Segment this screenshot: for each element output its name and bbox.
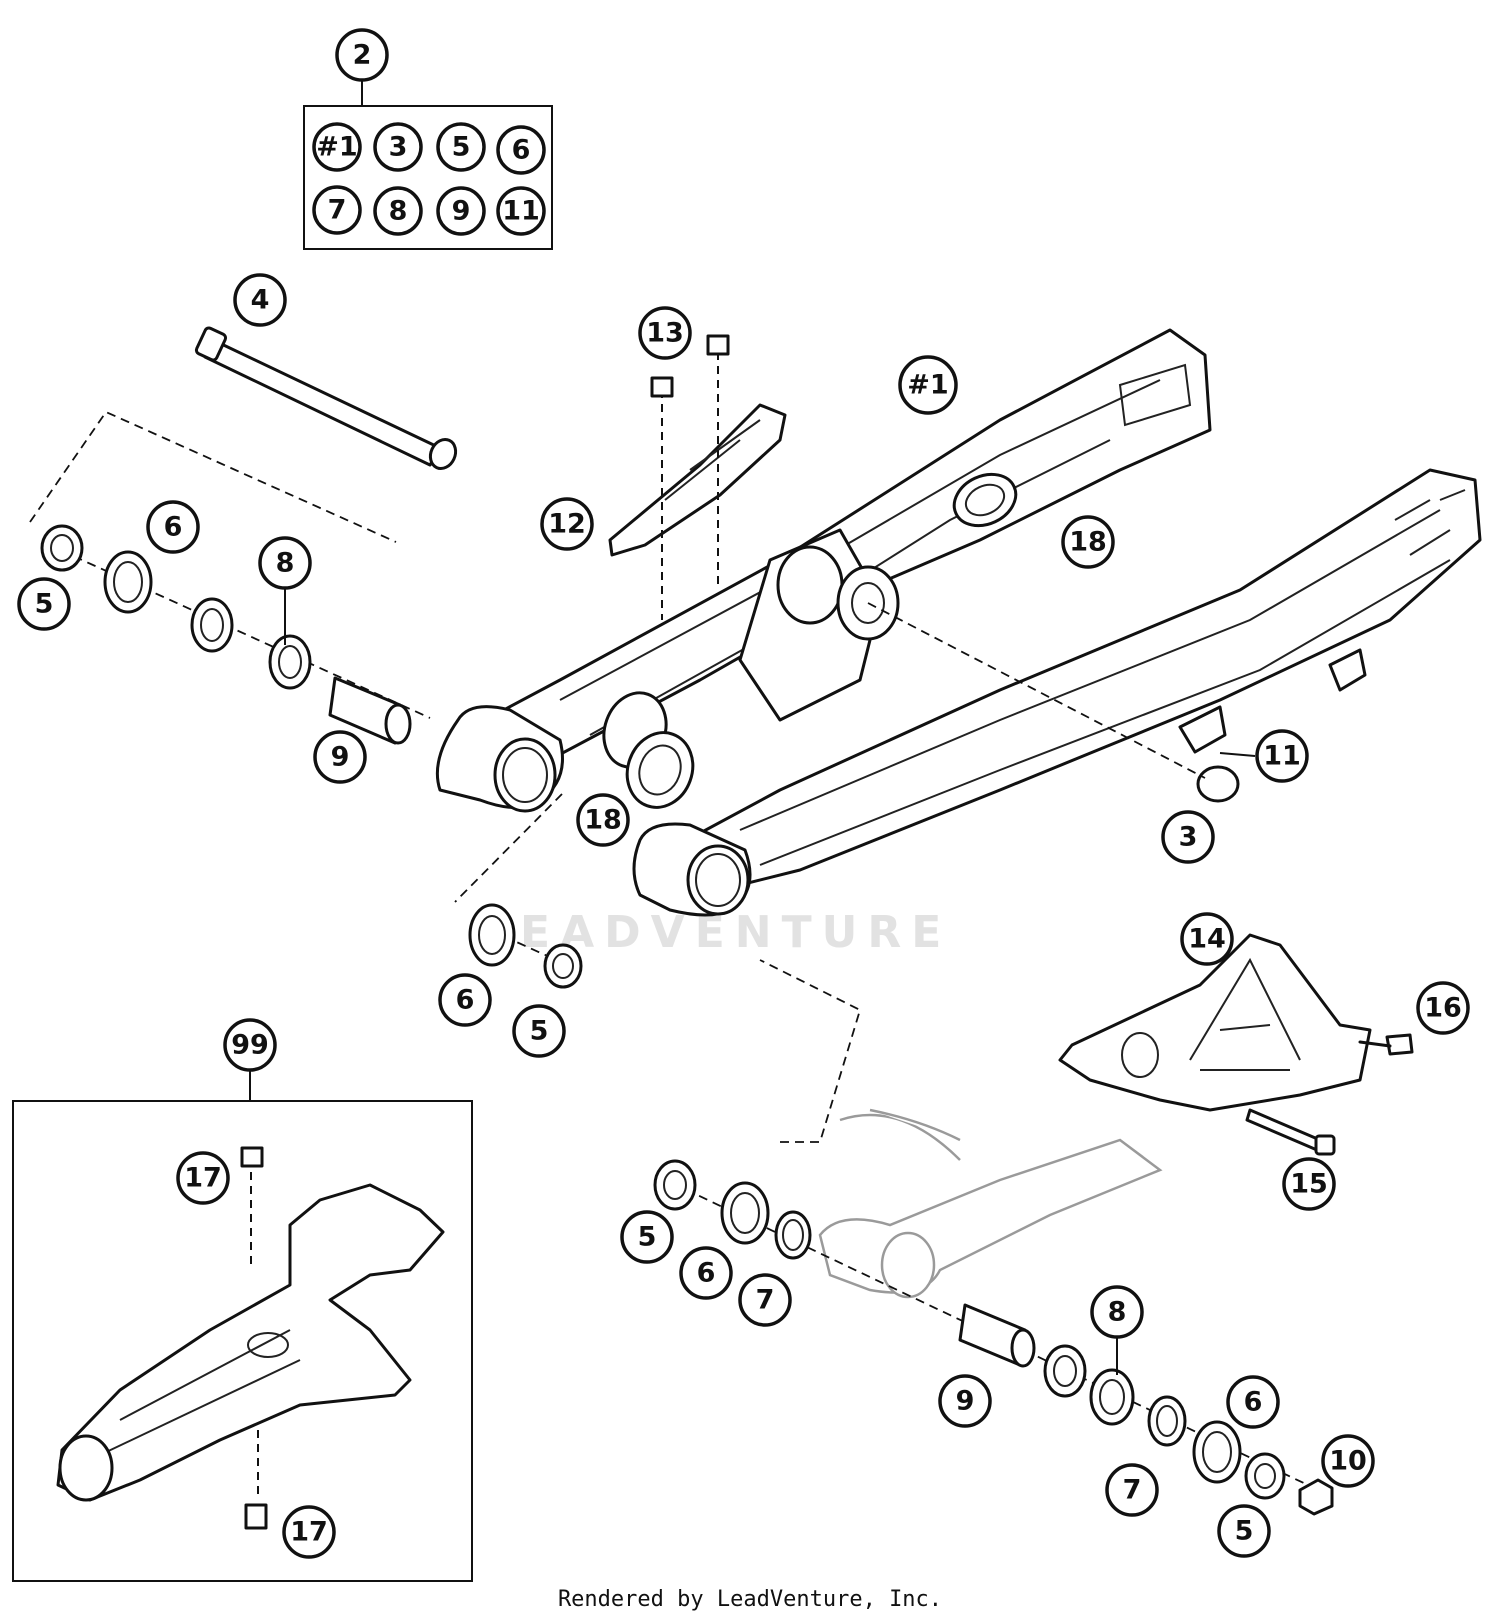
callout-chain-slider-guard[interactable]: 11 <box>1255 729 1309 783</box>
svg-text:8: 8 <box>389 196 408 227</box>
callout-spacer-right[interactable]: 9 <box>938 1374 992 1428</box>
kit-item-5[interactable]: 7 <box>312 185 362 235</box>
kit-item-4[interactable]: 6 <box>496 125 546 175</box>
callout-insert-upper[interactable]: 18 <box>1061 515 1115 569</box>
axle-bolt-drawing <box>29 326 458 543</box>
callout-swingarm[interactable]: #1 <box>898 355 958 415</box>
svg-text:14: 14 <box>1188 924 1226 955</box>
callout-nut[interactable]: 10 <box>1321 1434 1375 1488</box>
svg-text:5: 5 <box>530 1016 549 1047</box>
chain-guide-drawing <box>1058 933 1414 1156</box>
svg-text:16: 16 <box>1424 993 1462 1024</box>
callout-needle-bearing-right[interactable]: 8 <box>1090 1285 1144 1339</box>
callout-bearing-ring-far[interactable]: 6 <box>1226 1375 1280 1429</box>
callout-slider-screw-top[interactable]: 17 <box>176 1151 230 1205</box>
svg-text:17: 17 <box>184 1163 222 1194</box>
svg-text:10: 10 <box>1329 1446 1367 1477</box>
callout-axle-bolt[interactable]: 4 <box>233 273 287 327</box>
assembly-box <box>12 1070 473 1582</box>
svg-text:17: 17 <box>290 1517 328 1548</box>
lower-right-assembly <box>653 959 1334 1516</box>
svg-text:6: 6 <box>164 512 183 543</box>
callout-seal-left[interactable]: 5 <box>17 577 71 631</box>
svg-text:7: 7 <box>756 1285 775 1316</box>
kit-item-2[interactable]: 3 <box>373 122 423 172</box>
svg-text:6: 6 <box>456 985 475 1016</box>
callout-sleeve-cap[interactable]: 3 <box>1161 810 1215 864</box>
svg-text:12: 12 <box>548 509 586 540</box>
kit-box: #1 3 5 6 7 8 9 11 <box>303 80 553 250</box>
callout-bearing-ring-left[interactable]: 6 <box>146 500 200 554</box>
svg-text:7: 7 <box>1123 1475 1142 1506</box>
callout-kit[interactable]: 2 <box>335 28 389 82</box>
callout-guide-screw[interactable]: 15 <box>1282 1157 1336 1211</box>
svg-text:7: 7 <box>328 195 347 226</box>
svg-text:11: 11 <box>1263 741 1301 772</box>
callout-chain-guide[interactable]: 14 <box>1180 912 1234 966</box>
svg-text:11: 11 <box>502 196 540 227</box>
svg-text:15: 15 <box>1290 1169 1328 1200</box>
svg-text:5: 5 <box>1235 1516 1254 1547</box>
svg-text:8: 8 <box>276 548 295 579</box>
kit-item-3[interactable]: 5 <box>436 122 486 172</box>
svg-text:#1: #1 <box>907 370 948 401</box>
callout-bearing-ring-mid[interactable]: 6 <box>438 973 492 1027</box>
svg-text:9: 9 <box>452 196 471 227</box>
svg-text:9: 9 <box>956 1386 975 1417</box>
callout-seal-far[interactable]: 5 <box>1217 1504 1271 1558</box>
svg-text:5: 5 <box>35 589 54 620</box>
svg-text:18: 18 <box>584 805 622 836</box>
svg-text:3: 3 <box>1179 822 1198 853</box>
callout-washer-right[interactable]: 7 <box>738 1273 792 1327</box>
kit-item-1[interactable]: #1 <box>312 122 362 172</box>
kit-item-7[interactable]: 9 <box>436 186 486 236</box>
callout-guide-nut[interactable]: 16 <box>1416 981 1470 1035</box>
svg-text:2: 2 <box>353 40 372 71</box>
callout-needle-bearing-left[interactable]: 8 <box>258 536 312 590</box>
left-bearing-stack <box>40 524 431 745</box>
svg-text:8: 8 <box>1108 1297 1127 1328</box>
svg-text:9: 9 <box>331 742 350 773</box>
callout-cable-holder[interactable]: 12 <box>540 497 594 551</box>
callout-holder-screws[interactable]: 13 <box>638 306 692 360</box>
lead-slider-guard <box>1219 752 1256 757</box>
callout-insert-lower[interactable]: 18 <box>576 793 630 847</box>
svg-text:#1: #1 <box>316 132 357 163</box>
svg-text:4: 4 <box>251 285 270 316</box>
svg-text:99: 99 <box>231 1030 269 1061</box>
callout-slider-screw-bottom[interactable]: 17 <box>282 1505 336 1559</box>
callout-washer-far[interactable]: 7 <box>1105 1463 1159 1517</box>
svg-text:5: 5 <box>638 1222 657 1253</box>
middle-bearing-stack <box>454 793 586 989</box>
callout-seal-right[interactable]: 5 <box>620 1210 674 1264</box>
swingarm-drawing <box>435 328 1482 917</box>
svg-text:18: 18 <box>1069 527 1107 558</box>
callout-bearing-ring-right[interactable]: 6 <box>679 1246 733 1300</box>
svg-text:6: 6 <box>697 1258 716 1289</box>
svg-text:13: 13 <box>646 318 684 349</box>
kit-item-8[interactable]: 11 <box>496 186 546 236</box>
svg-text:5: 5 <box>452 132 471 163</box>
svg-text:6: 6 <box>512 135 531 166</box>
callout-spacer-left[interactable]: 9 <box>313 730 367 784</box>
footer-credit: Rendered by LeadVenture, Inc. <box>557 1587 943 1612</box>
callout-assembly[interactable]: 99 <box>223 1018 277 1072</box>
svg-text:3: 3 <box>389 132 408 163</box>
kit-item-6[interactable]: 8 <box>373 186 423 236</box>
callout-seal-mid[interactable]: 5 <box>512 1004 566 1058</box>
svg-text:6: 6 <box>1244 1387 1263 1418</box>
